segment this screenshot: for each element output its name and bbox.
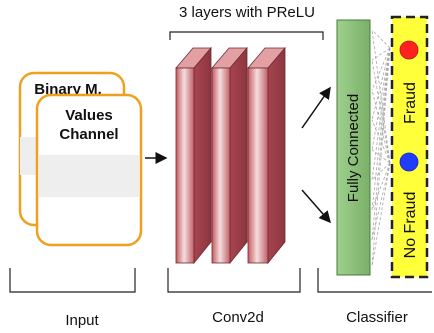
- conv-block-1: [175, 46, 212, 265]
- conv-section-label: Conv2d: [212, 309, 264, 326]
- conv-block-3: [247, 46, 286, 265]
- no-fraud-node-dot: [399, 152, 419, 172]
- conv-block-2: [211, 46, 248, 265]
- conv-bracket: [167, 268, 301, 293]
- conv-header-label: 3 layers with PReLU: [179, 4, 315, 21]
- fc-label: Fully Connected: [345, 94, 362, 202]
- input-bracket: [9, 268, 136, 293]
- dense-connections: [371, 29, 391, 267]
- classifier-bracket: [317, 268, 432, 293]
- input-card-front-band: [39, 155, 139, 197]
- input-section-label: Input: [65, 312, 99, 329]
- conv-to-fc-arrow-down: [301, 189, 331, 224]
- input-card-front-title-line2: Channel: [59, 126, 118, 143]
- fully-connected-layer: [336, 19, 371, 276]
- conv-to-fc-arrow-up: [301, 86, 331, 129]
- conv-header-bracket: [169, 31, 324, 40]
- fraud-label: Fraud: [402, 82, 419, 124]
- input-stack: Binary M. Values Channel: [18, 71, 143, 247]
- classifier-section-label: Classifier: [346, 309, 408, 326]
- input-card-back-band: [20, 137, 40, 175]
- input-card-front-title-line1: Values: [65, 107, 113, 124]
- fraud-node-dot: [399, 40, 419, 60]
- output-layer-box: [390, 15, 429, 279]
- no-fraud-label: No Fraud: [402, 192, 419, 259]
